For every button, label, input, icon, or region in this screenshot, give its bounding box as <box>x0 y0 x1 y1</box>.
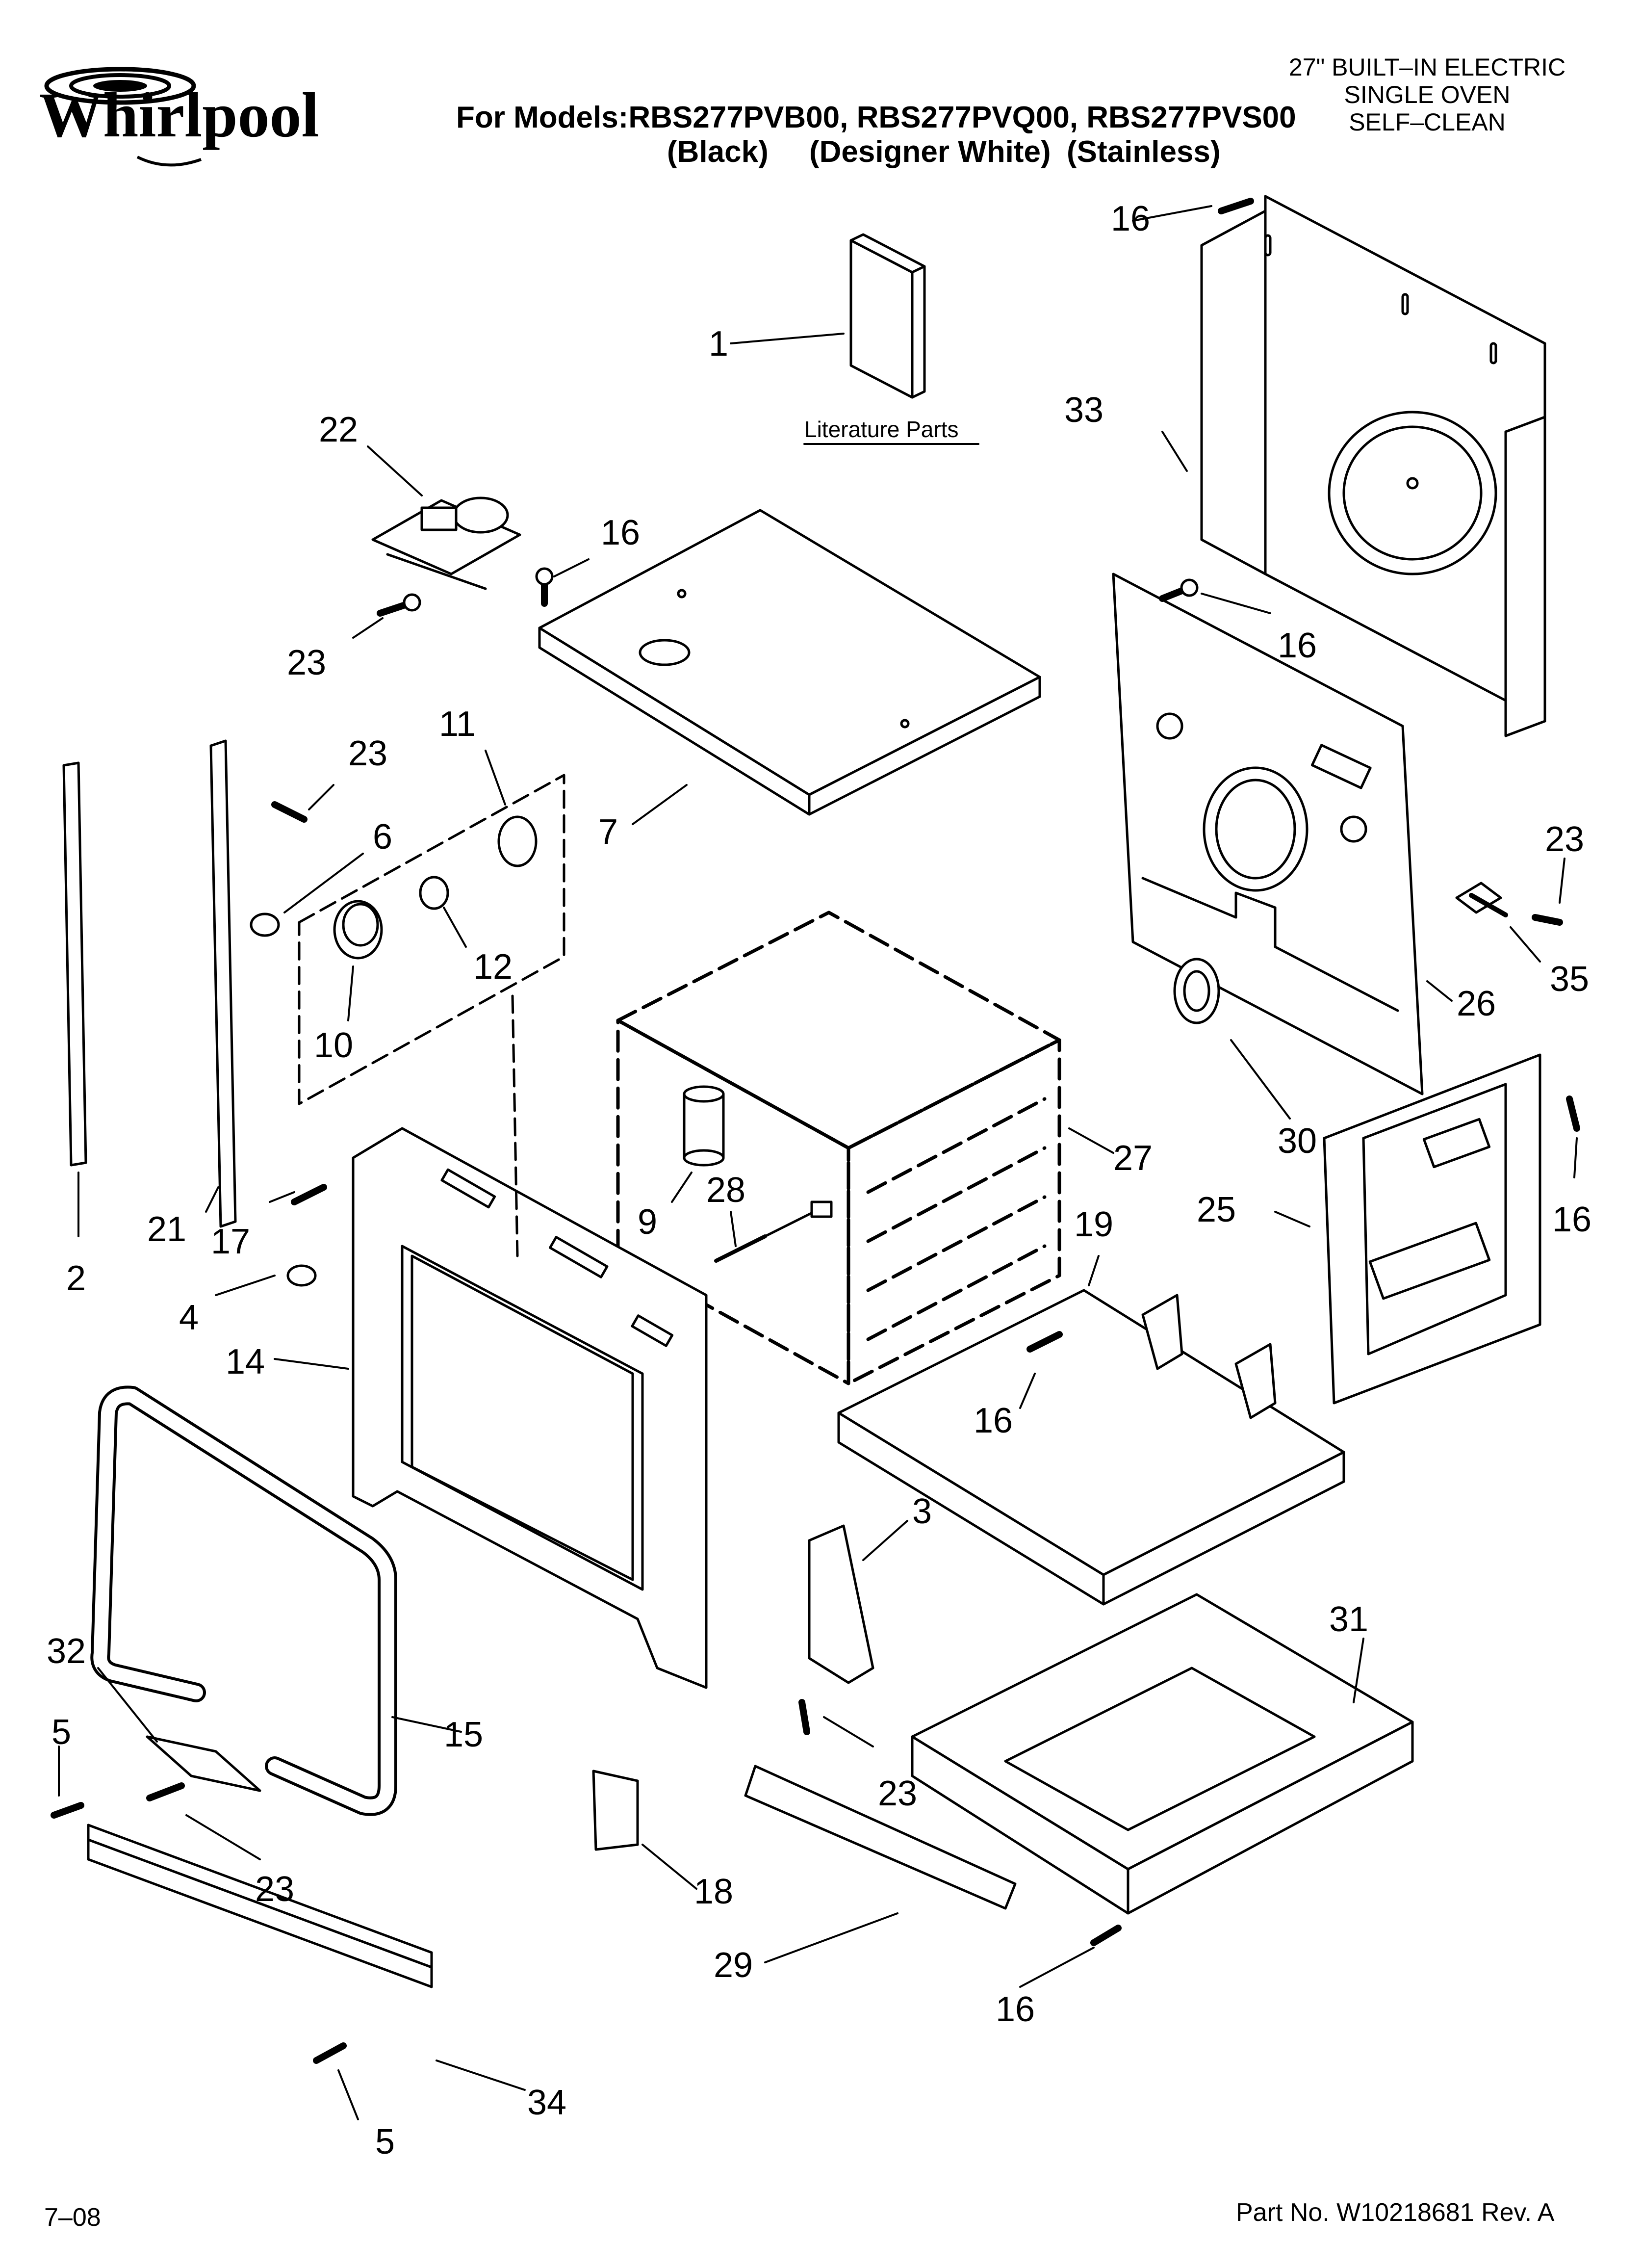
callout-16-c: 16 <box>1278 626 1317 665</box>
callout-14: 14 <box>226 1342 265 1382</box>
logo-swirl-icon <box>44 67 202 167</box>
screw-23-right <box>1532 914 1563 926</box>
callout-5-a: 5 <box>51 1713 71 1752</box>
callout-29: 29 <box>714 1946 753 1985</box>
part-3-bracket <box>808 1524 874 1684</box>
part-15-door-gasket <box>90 1385 397 1816</box>
footer-part-number: Part No. W10218681 Rev. A <box>1236 2198 1555 2227</box>
callout-15: 15 <box>444 1715 483 1754</box>
callout-12: 12 <box>473 947 513 987</box>
finish-stainless: (Stainless) <box>1067 135 1221 169</box>
part-28-probe <box>714 1200 833 1263</box>
part-21-side-rail <box>209 739 237 1228</box>
product-line-3: SELF–CLEAN <box>1349 108 1506 136</box>
callout-27: 27 <box>1113 1139 1153 1178</box>
callout-16-f: 16 <box>996 1990 1035 2029</box>
part-11-knob <box>497 815 538 867</box>
callout-18: 18 <box>694 1872 733 1911</box>
screw-5-b <box>313 2042 347 2064</box>
callout-16-a: 16 <box>1111 199 1150 238</box>
callout-2: 2 <box>66 1259 86 1298</box>
screw-5-a <box>51 1802 84 1819</box>
literature-parts-label: Literature Parts <box>804 417 959 442</box>
callout-7: 7 <box>598 812 618 852</box>
part-31-bottom-pan <box>911 1593 1414 1915</box>
callout-9: 9 <box>638 1202 657 1242</box>
part-6-bezel <box>250 912 280 937</box>
callout-25: 25 <box>1197 1190 1236 1229</box>
callout-5-b: 5 <box>375 2122 395 2162</box>
callout-16-b: 16 <box>601 513 640 552</box>
callout-21: 21 <box>147 1210 186 1249</box>
part-27-oven-cavity <box>616 911 1061 1385</box>
screw-23-top <box>377 593 421 617</box>
part-35-clip <box>1455 882 1508 917</box>
part-4-spacer <box>286 1264 317 1287</box>
part-19-bottom-shelf <box>837 1289 1345 1606</box>
screw-23-bottom-left <box>146 1782 185 1801</box>
callout-26: 26 <box>1457 984 1496 1023</box>
callout-28: 28 <box>706 1171 745 1210</box>
part-10-knob <box>333 900 383 960</box>
part-18-clip <box>592 1770 639 1851</box>
part-2-gasket-strip <box>62 761 87 1167</box>
screw-17 <box>291 1184 327 1205</box>
callout-30: 30 <box>1278 1121 1317 1161</box>
part-1-literature-book <box>849 233 926 399</box>
screw-16-top <box>535 567 554 607</box>
callout-22: 22 <box>319 410 358 449</box>
part-30-sensor <box>1173 958 1220 1024</box>
screw-16-top-right <box>1218 198 1254 214</box>
part-22-switch <box>371 496 521 590</box>
part-12-knob <box>419 876 449 910</box>
footer-date: 7–08 <box>44 2203 101 2232</box>
part-7-top-panel <box>538 509 1041 816</box>
callout-10: 10 <box>314 1026 353 1065</box>
part-33-rear-panel <box>1200 195 1546 737</box>
screw-23-lower <box>798 1699 810 1735</box>
callout-34: 34 <box>527 2083 566 2122</box>
screw-16-pan <box>1090 1925 1122 1946</box>
callout-6: 6 <box>373 817 392 857</box>
callout-23-e: 23 <box>255 1870 294 1909</box>
part-29-lower-trim <box>744 1765 1017 1910</box>
product-line-2: SINGLE OVEN <box>1344 81 1511 108</box>
product-line-1: 27" BUILT–IN ELECTRIC <box>1288 53 1566 81</box>
callout-23-a: 23 <box>287 643 326 682</box>
screw-16-side <box>1566 1095 1580 1132</box>
screw-23-left <box>271 801 308 823</box>
callout-16-d: 16 <box>1552 1200 1591 1239</box>
part-34-bottom-trim <box>87 1824 433 1988</box>
part-14-front-frame <box>352 1127 708 1689</box>
whirlpool-logo: Whirlpool <box>39 59 334 177</box>
leader-lines <box>58 205 1578 2120</box>
models-line: For Models:RBS277PVB00, RBS277PVQ00, RBS… <box>456 101 1296 134</box>
callout-35: 35 <box>1550 960 1589 999</box>
callout-23-b: 23 <box>348 734 387 773</box>
control-group-box <box>298 774 565 1105</box>
finish-black: (Black) <box>667 135 769 169</box>
callout-32: 32 <box>47 1632 86 1671</box>
brand-name: Whirlpool <box>39 80 319 151</box>
callout-1: 1 <box>709 324 728 364</box>
callout-33: 33 <box>1064 391 1103 430</box>
part-25-side-panel <box>1323 1053 1541 1405</box>
callout-17: 17 <box>211 1222 250 1261</box>
callout-4: 4 <box>179 1298 199 1337</box>
finish-designer-white: (Designer White) <box>809 135 1051 169</box>
screw-16-bottom <box>1026 1331 1063 1353</box>
callout-23-c: 23 <box>1545 820 1584 859</box>
screw-16-rear <box>1159 578 1199 602</box>
callout-3: 3 <box>912 1492 932 1531</box>
part-32-latch-strip <box>146 1735 261 1792</box>
callout-23-d: 23 <box>878 1774 917 1813</box>
callout-11: 11 <box>439 704 476 744</box>
callout-16-e: 16 <box>974 1401 1013 1440</box>
callout-31: 31 <box>1329 1600 1368 1639</box>
part-26-rear-frame <box>1112 573 1424 1095</box>
part-9-fan <box>683 1085 725 1167</box>
callout-19: 19 <box>1074 1205 1113 1244</box>
